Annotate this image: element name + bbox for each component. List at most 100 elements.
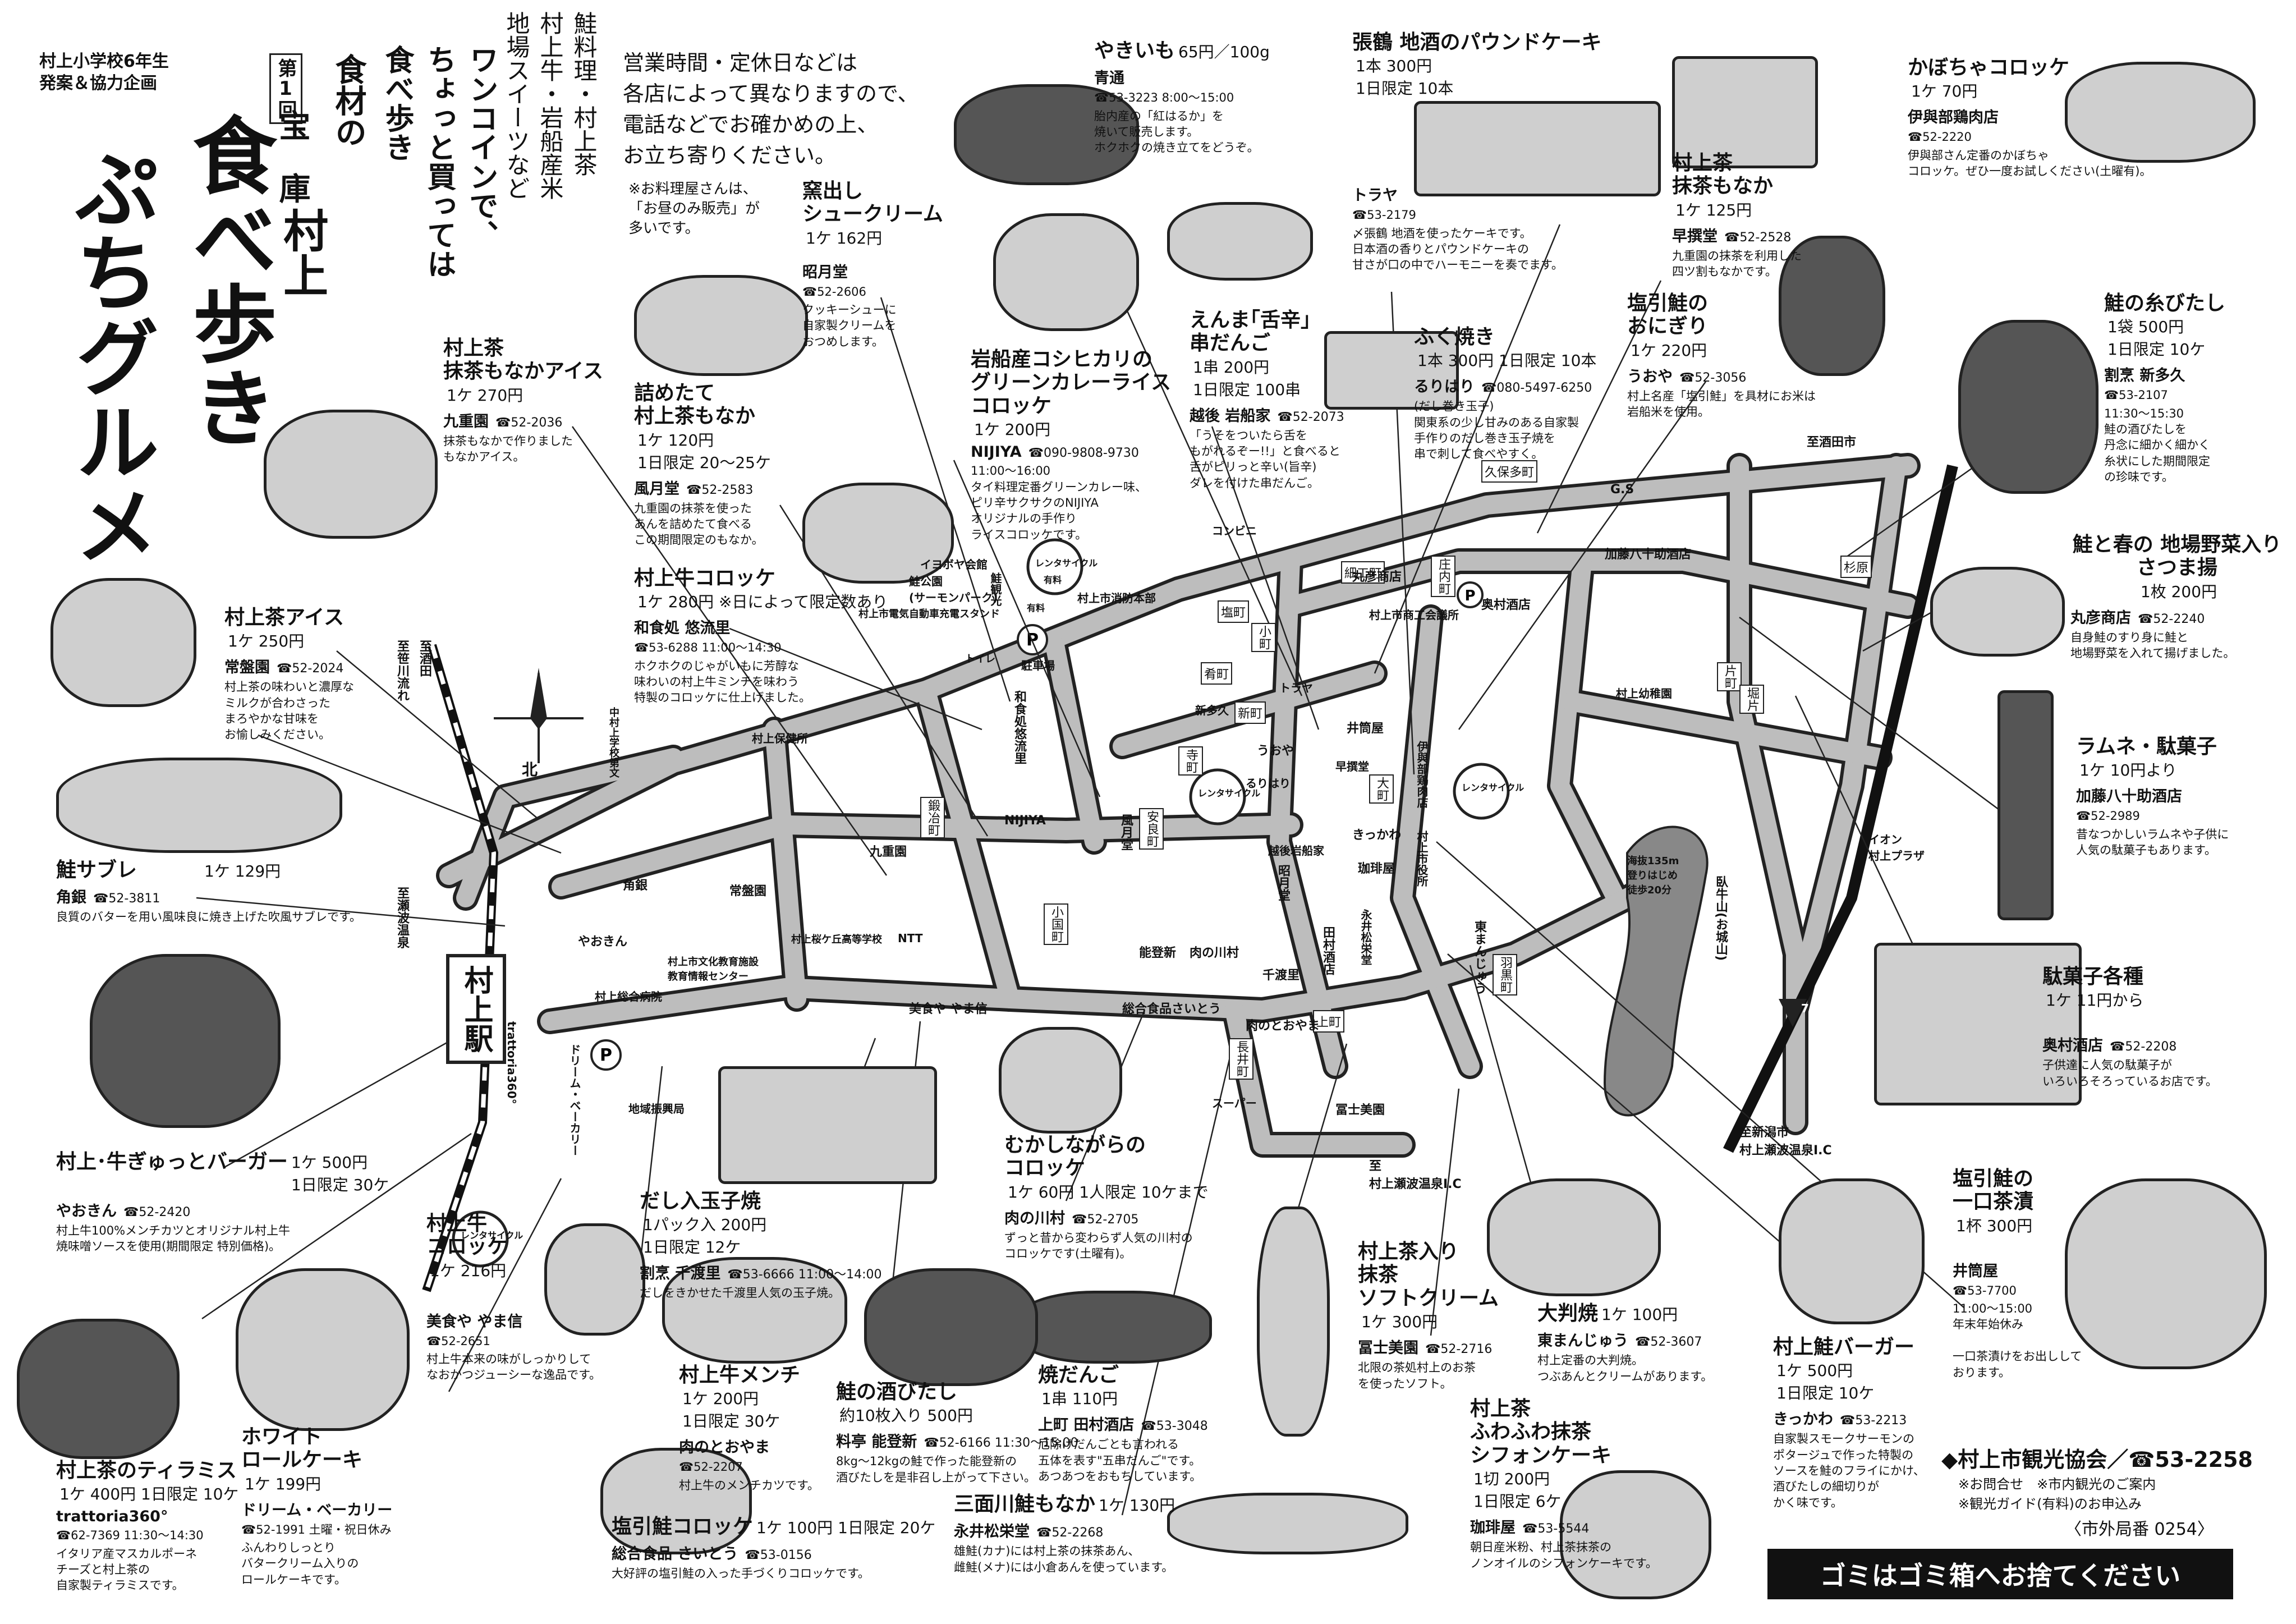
phone-number[interactable]: ☎53-0156 (745, 1548, 812, 1563)
phone-number[interactable]: ☎53-2213 (1839, 1414, 1907, 1428)
phone-number[interactable]: ☎52-2583 (686, 483, 754, 497)
phone-number[interactable]: ☎52-2528 (1724, 230, 1792, 245)
map-shop-label[interactable]: 和食処悠流里 (1012, 690, 1026, 764)
map-shop-label[interactable]: 丸彦商店 (1352, 570, 1402, 584)
item-card[interactable]: 村上牛メンチ 1ケ 200円 1日限定 30ケ 肉のとおやま ☎52-2207 … (679, 1364, 864, 1493)
phone-number[interactable]: ☎53-2179 (1352, 208, 1416, 222)
map-shop-label[interactable]: 早撰堂 (1335, 760, 1369, 773)
phone-number[interactable]: ☎52-2024 (277, 662, 344, 676)
item-card[interactable]: 村上牛コロッケ 1ケ 280円 ※日によって限定数あり 和食処 悠流里 ☎53-… (634, 567, 948, 706)
map-shop-label[interactable]: 越後岩船家 (1268, 844, 1324, 857)
phone-number[interactable]: ☎53-3048 (1141, 1419, 1208, 1434)
item-card[interactable]: 焼だんご 1串 110円 上町 田村酒店☎53-3048 厄除けだんごとも言われ… (1038, 1364, 1274, 1484)
map-shop-label[interactable]: ドリーム・ベーカリー (568, 1044, 581, 1156)
phone-number[interactable]: ☎52-2036 (495, 415, 563, 430)
phone-number[interactable]: ☎52-3056 (1679, 370, 1747, 385)
phone-number[interactable]: ☎52-6166 11:30〜15:00 (924, 1436, 1078, 1451)
map-shop-label[interactable]: 千渡里 (1262, 969, 1300, 983)
map-shop-label[interactable]: 九重園 (870, 845, 907, 859)
map-shop-label[interactable]: NIJIYA (1004, 814, 1046, 828)
item-card[interactable]: 駄菓子各種 1ケ 11円から 奥村酒店☎52-2208 子供達に人気の駄菓子が … (2042, 965, 2278, 1089)
phone-number[interactable]: ☎090-9808-9730 (1028, 446, 1139, 461)
phone-number[interactable]: ☎53-2107 (2104, 388, 2168, 402)
map-shop-label[interactable]: きっかわ (1352, 828, 1402, 842)
phone-number[interactable]: ☎53-6288 11:00〜14:30 (634, 641, 782, 655)
map-shop-label[interactable]: 加藤八十助酒店 (1605, 548, 1692, 562)
map-shop-label[interactable]: 井筒屋 (1347, 722, 1384, 736)
phone-number[interactable]: ☎52-2268 (1036, 1526, 1104, 1540)
phone-number[interactable]: ☎080-5497-6250 (1481, 381, 1592, 396)
map-shop-label[interactable]: 冨士美園 (1335, 1103, 1385, 1117)
phone-number[interactable]: ☎53-6666 11:00〜14:00 (727, 1268, 882, 1282)
phone-number[interactable]: ☎52-1991 土曜・祝日休み (241, 1522, 392, 1536)
phone-number[interactable]: ☎52-2989 (2076, 809, 2140, 823)
map-shop-label[interactable]: 奥村酒店 (1481, 598, 1531, 612)
phone-number[interactable]: ☎52-2705 (1072, 1212, 1139, 1227)
map-shop-label[interactable]: 永井松栄堂 (1359, 909, 1372, 965)
rental-cycle-icon[interactable] (1453, 763, 1510, 820)
map-shop-label[interactable]: trattoria360° (505, 1021, 518, 1104)
map-shop-label[interactable]: るりはり (1246, 777, 1291, 790)
map-shop-label[interactable]: 田村酒店 (1321, 926, 1335, 975)
rental-cycle-icon[interactable] (1189, 768, 1246, 825)
item-card[interactable]: 村上牛 コロッケ 1ケ 216円 美食や やま信 ☎52-2651 村上牛本来の… (426, 1212, 606, 1383)
rental-cycle-icon[interactable] (452, 1210, 509, 1268)
phone-number[interactable]: ☎52-2240 (2138, 612, 2205, 626)
map-shop-label[interactable]: 美食や やま信 (909, 1002, 988, 1016)
parking-icon[interactable]: P (590, 1039, 622, 1071)
item-card[interactable]: 塩引鮭の 一口茶漬 1杯 300円 井筒屋 ☎53-7700 11:00〜15:… (1953, 1167, 2093, 1380)
map-shop-label[interactable]: 肉の川村 (1190, 946, 1239, 960)
phone-number[interactable]: ☎53-3223 8:00〜15:00 (1094, 91, 1234, 105)
item-card[interactable]: 鮭の酒びたし 約10枚入り 500円 料亭 能登新☎52-6166 11:30〜… (836, 1380, 1094, 1485)
map-shop-label[interactable]: 伊與部鶏肉店 (1415, 741, 1429, 808)
map-shop-label[interactable]: 常盤園 (729, 884, 767, 898)
phone-number[interactable]: ☎52-2606 (802, 285, 866, 299)
map-shop-label[interactable]: 肉のとおやま (1246, 1019, 1320, 1033)
item-card[interactable]: 鮭の糸びたし 1袋 500円 1日限定 10ケ 割烹 新多久 ☎53-2107 … (2104, 292, 2272, 485)
item-card[interactable]: ふく焼き 1本 300円 1日限定 10本 るりはり☎080-5497-6250… (1414, 325, 1672, 462)
phone-number[interactable]: ☎53-5544 (1522, 1522, 1590, 1536)
phone-number[interactable]: ☎53-7700 (1953, 1283, 2017, 1297)
parking-icon[interactable]: P (1457, 581, 1484, 608)
phone-number[interactable]: ☎52-2420 (123, 1205, 191, 1219)
map-shop-label[interactable]: 新多久 (1195, 704, 1229, 717)
item-card[interactable]: 詰めたて 村上茶もなか 1ケ 120円 1日限定 20〜25ケ 風月堂☎52-2… (634, 382, 858, 548)
item-card[interactable]: 窯出し シュークリーム 1ケ 162円 昭月堂 ☎52-2606 クッキーシュー… (802, 180, 971, 350)
item-card[interactable]: 張鶴 地酒のパウンドケーキ 1本 300円 1日限定 10本 トラヤ ☎53-2… (1352, 31, 1633, 273)
phone-number[interactable]: ☎52-3607 (1635, 1335, 1702, 1350)
phone-number[interactable]: ☎52-2220 (1908, 130, 1972, 144)
map-shop-label[interactable]: 東まんじゅう (1472, 920, 1486, 994)
map-shop-label[interactable]: 能登新 (1139, 946, 1177, 960)
item-card[interactable]: ホワイト ロールケーキ 1ケ 199円 ドリーム・ベーカリー ☎52-1991 … (241, 1425, 426, 1588)
item-card[interactable]: 鮭と春の 地場野菜入り さつま揚 1枚 200円 丸彦商店☎52-2240 自身… (2070, 533, 2284, 661)
rental-cycle-icon[interactable] (1026, 538, 1083, 595)
map-shop-label[interactable]: 風月堂 (1119, 814, 1133, 851)
phone-number[interactable]: ☎52-2073 (1277, 410, 1344, 424)
item-card[interactable]: 村上茶アイス 1ケ 250円 常盤園☎52-2024 村上茶の味わいと濃厚な ミ… (224, 606, 393, 743)
tourism-association[interactable]: ◆村上市観光協会／☎53-2258 (1941, 1447, 2253, 1472)
item-card[interactable]: 村上茶 抹茶もなかアイス 1ケ 270円 九重園☎52-2036 抹茶もなかで作… (443, 337, 612, 465)
item-card[interactable]: 村上茶のティラミス 1ケ 400円 1日限定 10ケ trattoria360°… (56, 1459, 281, 1594)
item-card[interactable]: 岩船産コシヒカリの グリーンカレーライス コロッケ 1ケ 200円 NIJIYA… (971, 348, 1206, 543)
item-card[interactable]: 村上茶 ふわふわ抹茶 シフォンケーキ 1切 200円 1日限定 6ケ 珈琲屋☎5… (1470, 1397, 1762, 1571)
item-card[interactable]: えんま｢舌辛｣ 串だんご 1串 200円 1日限定 100串 越後 岩船家☎52… (1190, 309, 1403, 491)
map-shop-label[interactable]: 昭月堂 (1276, 864, 1290, 901)
map-shop-label[interactable]: 総合食品さいとう (1122, 1002, 1222, 1016)
item-card[interactable]: 村上鮭バーガー 1ケ 500円 1日限定 10ケ きっかわ☎53-2213 自家… (1773, 1336, 1958, 1511)
item-card[interactable]: かぼちゃコロッケ 1ケ 70円 伊與部鶏肉店 ☎52-2220 伊與部さん定番の… (1908, 56, 2177, 179)
phone-number[interactable]: ☎52-2716 (1425, 1342, 1493, 1357)
map-shop-label[interactable]: 珈琲屋 (1358, 862, 1395, 876)
station-label[interactable]: 村上駅 (446, 954, 506, 1064)
phone-number[interactable]: ☎52-2208 (2110, 1040, 2177, 1054)
map-shop-label[interactable]: 角銀 (623, 879, 648, 893)
map-shop-label[interactable]: やおきん (578, 935, 628, 949)
item-card[interactable]: むかしながらの コロッケ 1ケ 60円 1人限定 10ケまで 肉の川村☎52-2… (1004, 1134, 1296, 1261)
map-shop-label[interactable]: うおや (1257, 744, 1294, 758)
item-card[interactable]: 塩引鮭の おにぎり 1ケ 220円 うおや☎52-3056 村上名産「塩引鮭」を… (1627, 292, 1835, 420)
